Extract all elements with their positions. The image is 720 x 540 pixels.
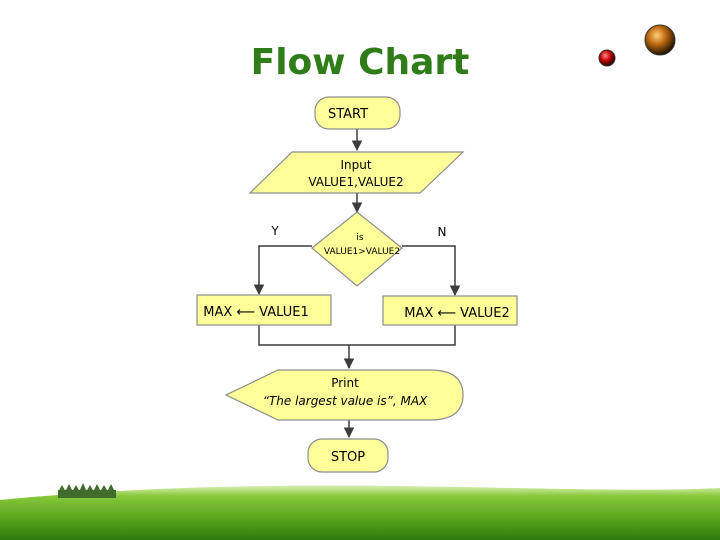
decision-line1: is [356,233,364,243]
input-parallelogram: Input VALUE1,VALUE2 [248,151,465,194]
print-display-shape: Print “The largest value is”, MAX [224,369,464,421]
input-line2: VALUE1,VALUE2 [308,175,403,189]
start-label: START [328,107,368,122]
input-line1: Input [340,158,371,172]
yes-label: Y [270,224,279,238]
connectors [253,129,461,439]
stop-terminator: STOP [307,438,389,473]
connector-decision-yes [253,245,312,296]
assign-right-label: MAX ⟵ VALUE2 [404,306,509,321]
no-label: N [438,225,447,239]
slide-title: Flow Chart [250,42,470,83]
print-line1: Print [331,376,359,390]
print-line2: “The largest value is”, MAX [263,394,428,408]
start-terminator: START [314,96,401,130]
stop-label: STOP [331,450,365,465]
decision-line2: VALUE1>VALUE2 [324,247,400,257]
assign-left-box: MAX ⟵ VALUE1 [196,294,332,326]
connector-merge [258,325,456,346]
assign-left-label: MAX ⟵ VALUE1 [203,305,308,320]
decision-diamond: is VALUE1>VALUE2 [311,211,403,287]
assign-right-box: MAX ⟵ VALUE2 [382,295,518,326]
connector-decision-no [402,245,461,297]
